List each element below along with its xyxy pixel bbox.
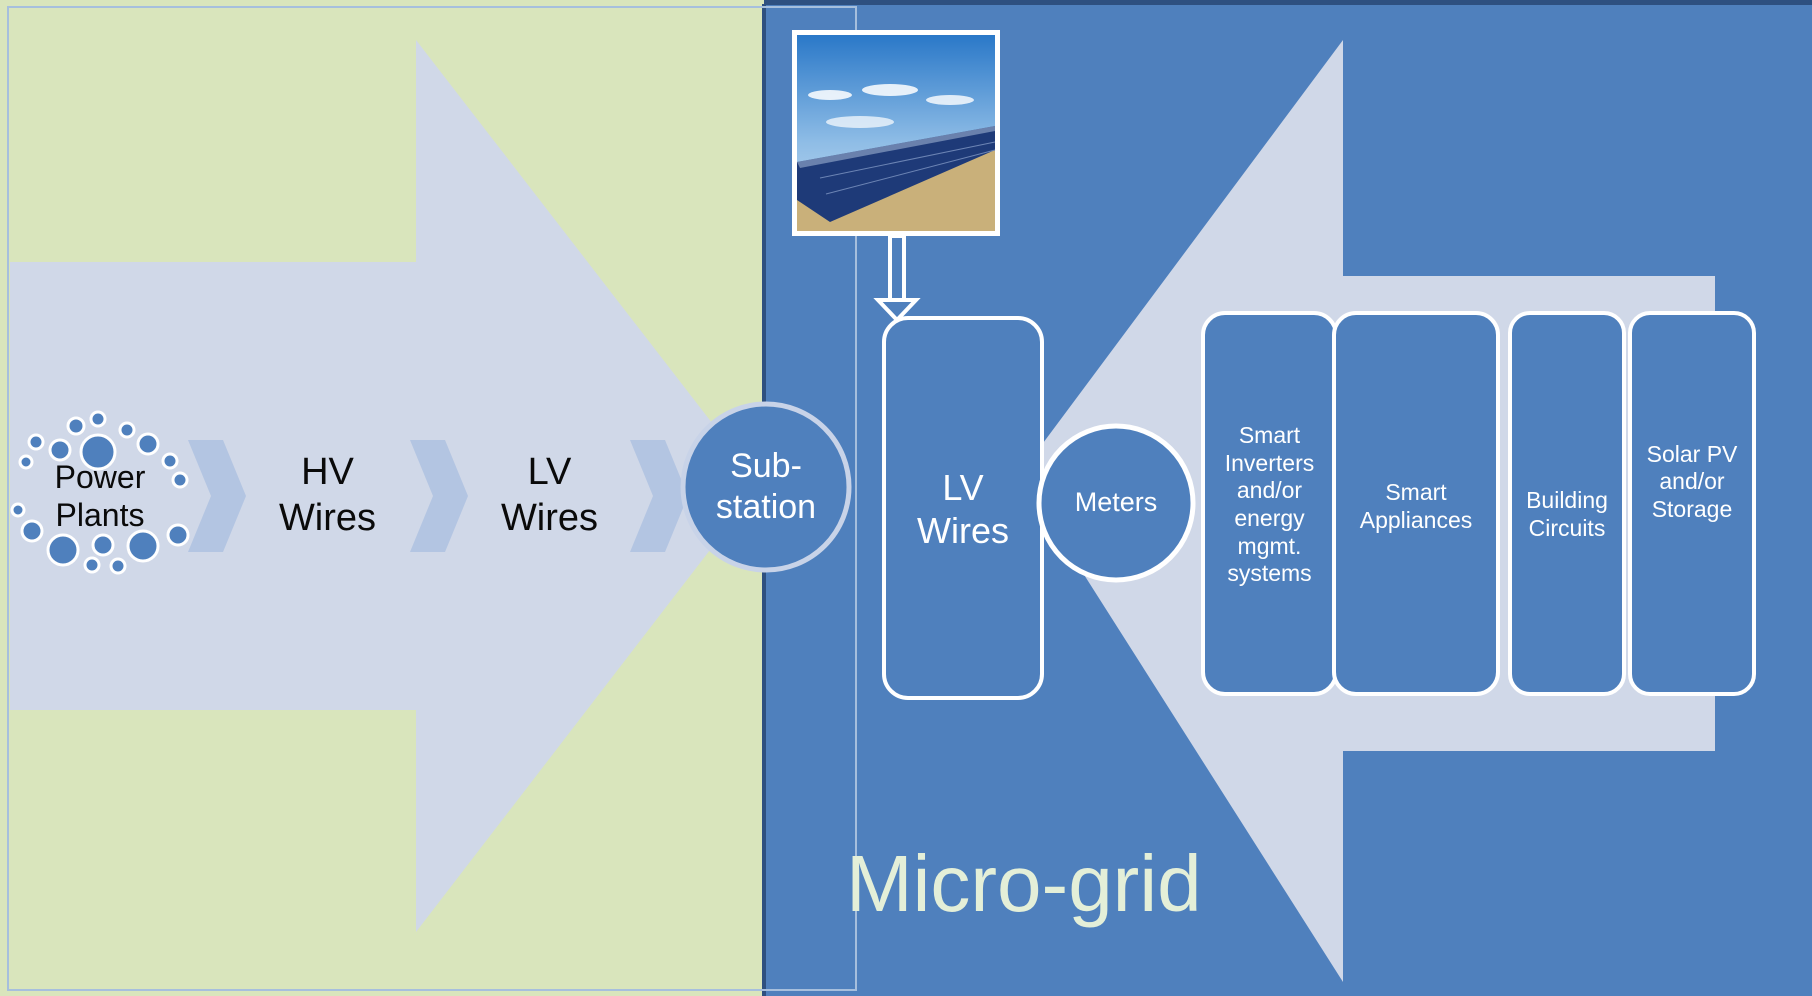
solar-pv-storage-label: Solar PV and/or Storage bbox=[1646, 440, 1738, 522]
solar-panel-photo bbox=[792, 30, 1000, 236]
photo-to-lv-wires-arrow bbox=[873, 234, 921, 323]
microgrid-title: Micro-grid bbox=[846, 839, 1202, 928]
utility-panel-outline bbox=[7, 6, 857, 991]
building-circuits-label: Building Circuits bbox=[1526, 487, 1608, 541]
smart-inverters-label: Smart Inverters and/or energy mgmt. syst… bbox=[1224, 422, 1315, 587]
building-circuits-node bbox=[1508, 311, 1626, 696]
hv-wires-label: HV Wires bbox=[278, 451, 377, 539]
substation-node bbox=[680, 401, 852, 573]
chevron-3 bbox=[630, 440, 688, 552]
power-plants-label: Power Plants bbox=[54, 458, 146, 533]
smart-appliances-label: Smart Appliances bbox=[1359, 479, 1473, 533]
meters-node bbox=[1036, 423, 1196, 583]
meters-label: Meters bbox=[1074, 486, 1158, 517]
lv-wires-label: LV Wires bbox=[500, 451, 599, 539]
chevron-2 bbox=[410, 440, 468, 552]
smart-appliances-node bbox=[1332, 311, 1500, 696]
solar-pv-storage-node bbox=[1628, 311, 1756, 696]
utility-flow-arrow bbox=[10, 40, 760, 932]
power-plants-dots-icon bbox=[10, 410, 190, 575]
substation-label: Sub- station bbox=[715, 447, 817, 526]
chevron-1 bbox=[188, 440, 246, 552]
microgrid-top-edge bbox=[764, 0, 1812, 5]
microgrid-lv-wires-label: LV Wires bbox=[917, 466, 1009, 551]
